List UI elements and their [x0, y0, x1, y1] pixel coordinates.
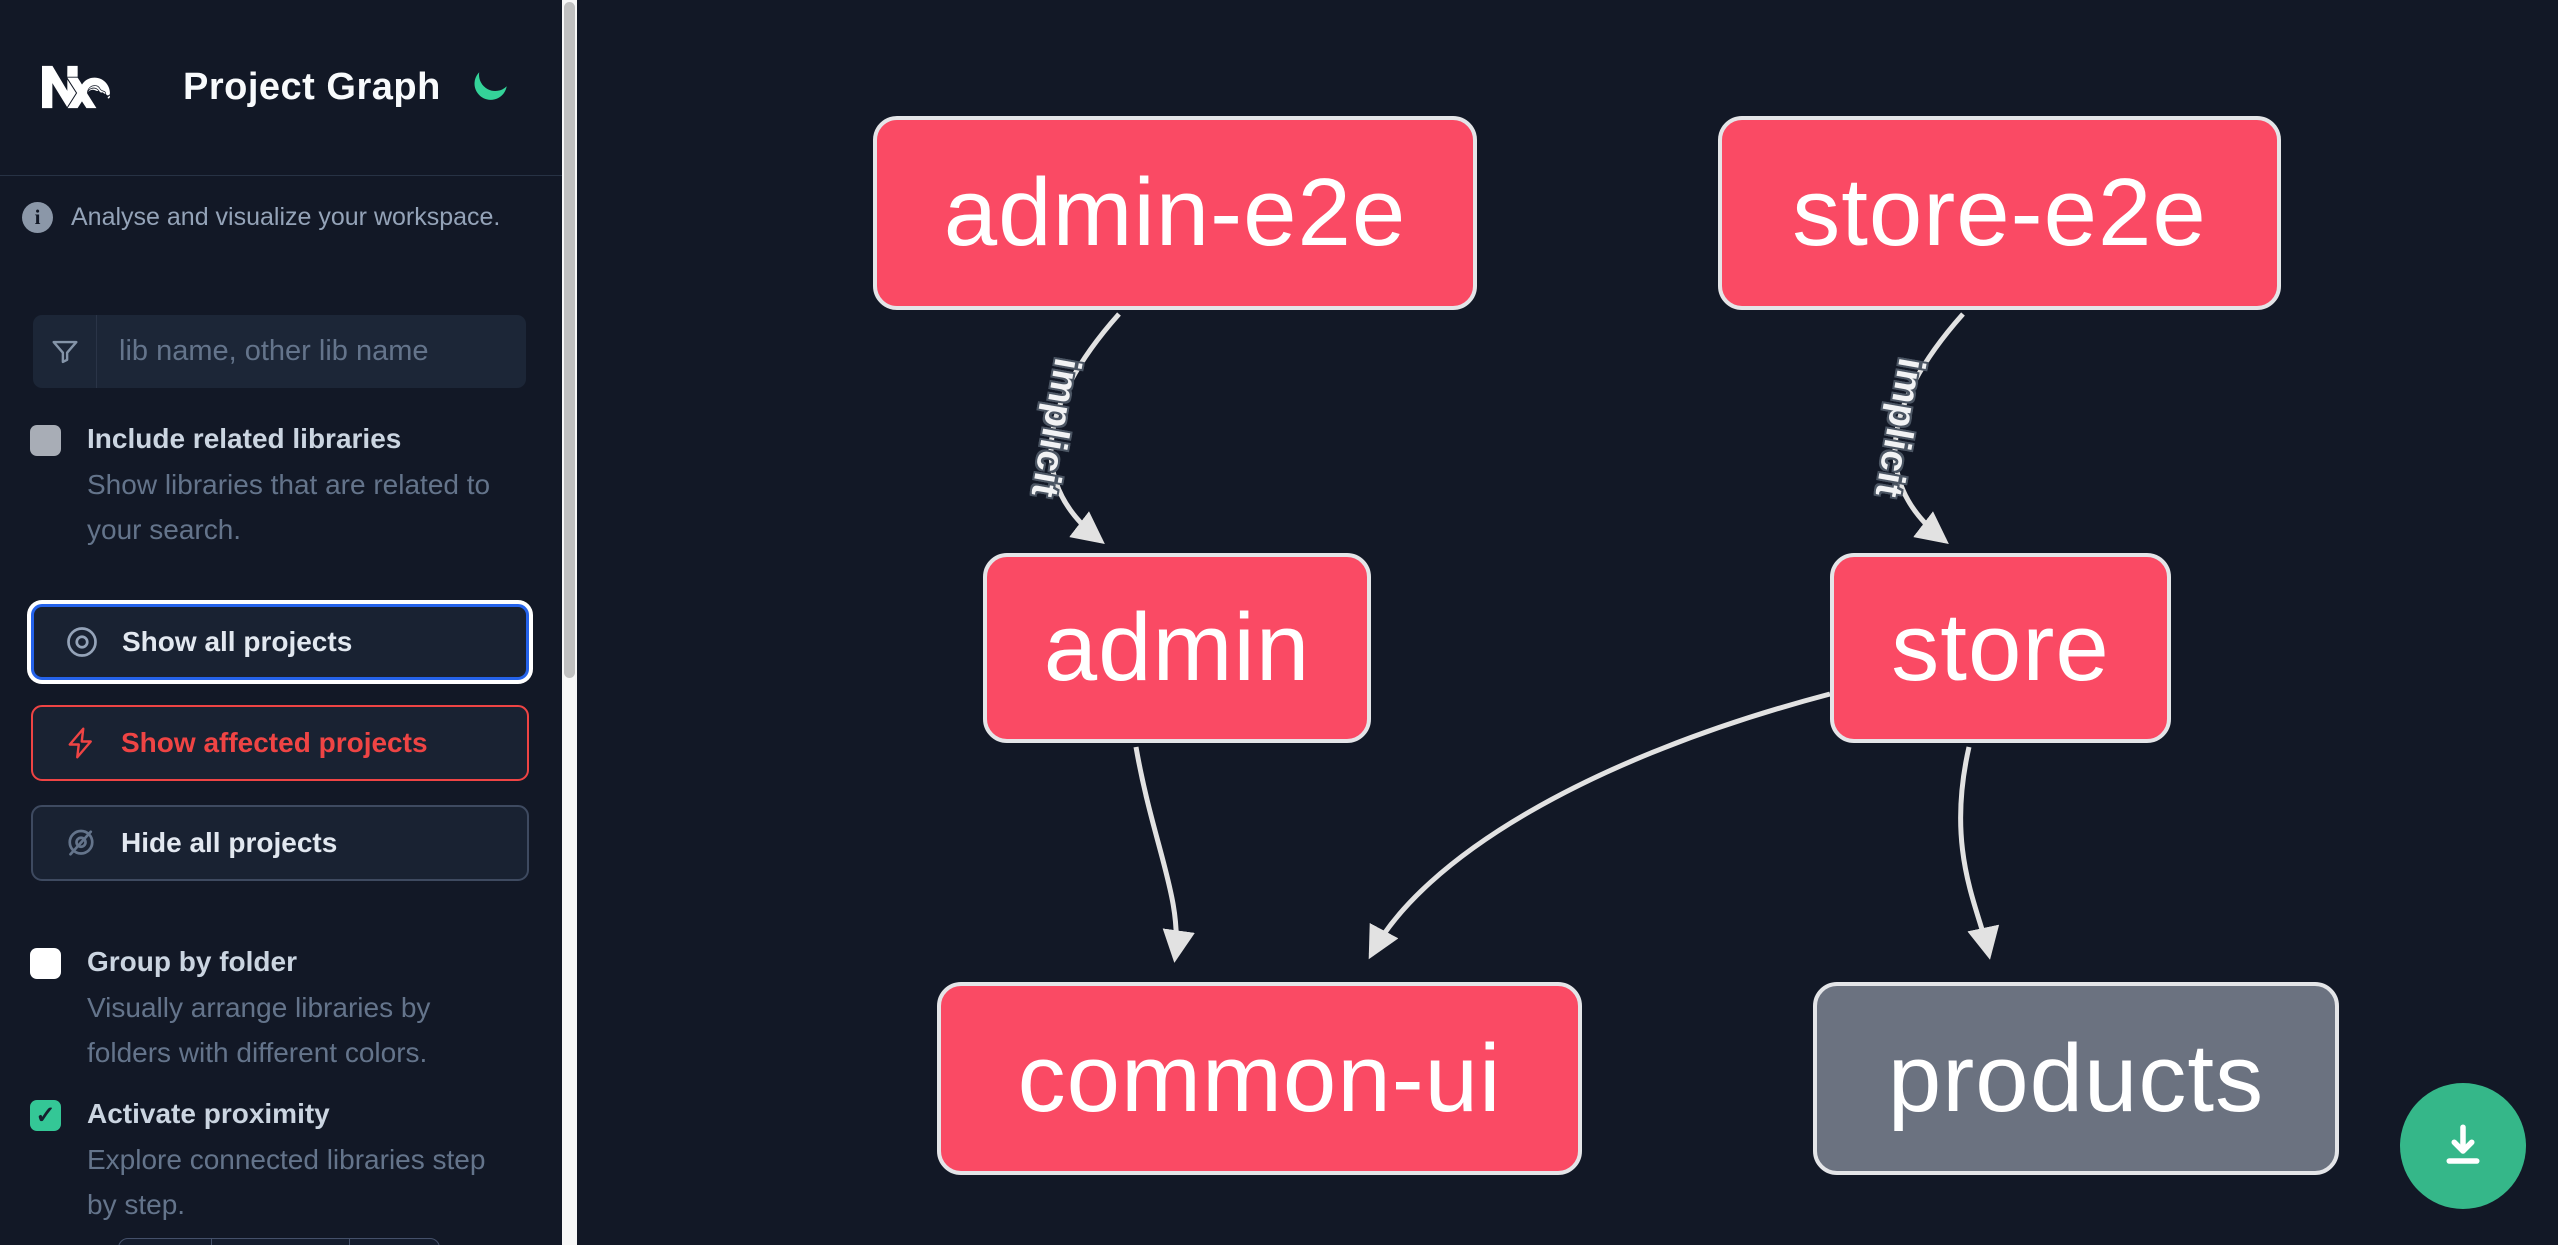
option-group-by-folder: Group by folder Visually arrange librari…	[30, 946, 530, 1068]
show-all-projects-button[interactable]: Show all projects	[31, 604, 529, 680]
button-label: Show all projects	[122, 626, 353, 657]
edge-admin-common-ui	[1133, 746, 1195, 963]
node-admin-e2e[interactable]: admin-e2e	[873, 116, 1477, 310]
eye-slash-icon	[68, 829, 94, 856]
sidebar-scrollbar[interactable]	[562, 0, 577, 1245]
activate-proximity-checkbox[interactable]: ✓	[30, 1100, 61, 1131]
button-label: Show affected projects	[121, 727, 428, 758]
download-icon	[2446, 1124, 2480, 1164]
node-products[interactable]: products	[1813, 982, 2339, 1175]
workspace-info: i Analyse and visualize your workspace.	[22, 202, 500, 233]
option-label[interactable]: Include related libraries	[87, 423, 402, 454]
node-store[interactable]: store	[1830, 553, 2171, 743]
show-affected-projects-button[interactable]: Show affected projects	[31, 705, 529, 781]
edge-store-common-ui	[1368, 691, 1831, 960]
edge-store-e2e-store	[1892, 312, 1965, 544]
scrollbar-thumb[interactable]	[564, 2, 575, 678]
stepper-decrement[interactable]	[119, 1239, 211, 1245]
node-common-ui[interactable]: common-ui	[937, 982, 1582, 1175]
sidebar-header: Project Graph	[0, 0, 562, 176]
sidebar: Project Graph i Analyse and visualize yo…	[0, 0, 562, 1245]
project-graph-canvas[interactable]: implicit implicit admin-e2e store-e2e ad…	[577, 0, 2558, 1245]
bolt-icon	[68, 727, 92, 759]
proximity-stepper[interactable]	[118, 1238, 440, 1245]
option-description: Visually arrange libraries by folders wi…	[87, 992, 431, 1068]
button-label: Hide all projects	[121, 827, 338, 858]
moon-icon[interactable]	[468, 66, 510, 108]
search-input[interactable]	[97, 315, 526, 388]
node-admin[interactable]: admin	[983, 553, 1371, 743]
hide-all-projects-button[interactable]: Hide all projects	[31, 805, 529, 881]
stepper-value	[211, 1239, 349, 1245]
nx-logo-icon	[42, 65, 111, 109]
option-include-related-libraries: Include related libraries Show libraries…	[30, 423, 530, 565]
node-store-e2e[interactable]: store-e2e	[1718, 116, 2281, 310]
option-description: Explore connected libraries step by step…	[87, 1144, 486, 1220]
stepper-increment[interactable]	[349, 1239, 439, 1245]
info-icon: i	[22, 202, 53, 233]
funnel-icon	[33, 315, 97, 388]
edge-admin-e2e-admin	[1048, 312, 1121, 544]
tagline: Analyse and visualize your workspace.	[71, 203, 501, 231]
download-image-button[interactable]	[2400, 1083, 2526, 1209]
option-label[interactable]: Group by folder	[87, 946, 297, 977]
option-description: Show libraries that are related to your …	[87, 469, 491, 545]
group-by-folder-checkbox[interactable]	[30, 948, 61, 979]
search-box	[33, 315, 526, 388]
option-activate-proximity: ✓ Activate proximity Explore connected l…	[30, 1098, 530, 1240]
edge-store-products	[1958, 746, 2000, 960]
page-title: Project Graph	[183, 66, 441, 108]
option-label[interactable]: Activate proximity	[87, 1098, 330, 1129]
graph-edges	[1048, 312, 2000, 963]
include-related-checkbox[interactable]	[30, 425, 61, 456]
eye-icon	[67, 627, 97, 657]
